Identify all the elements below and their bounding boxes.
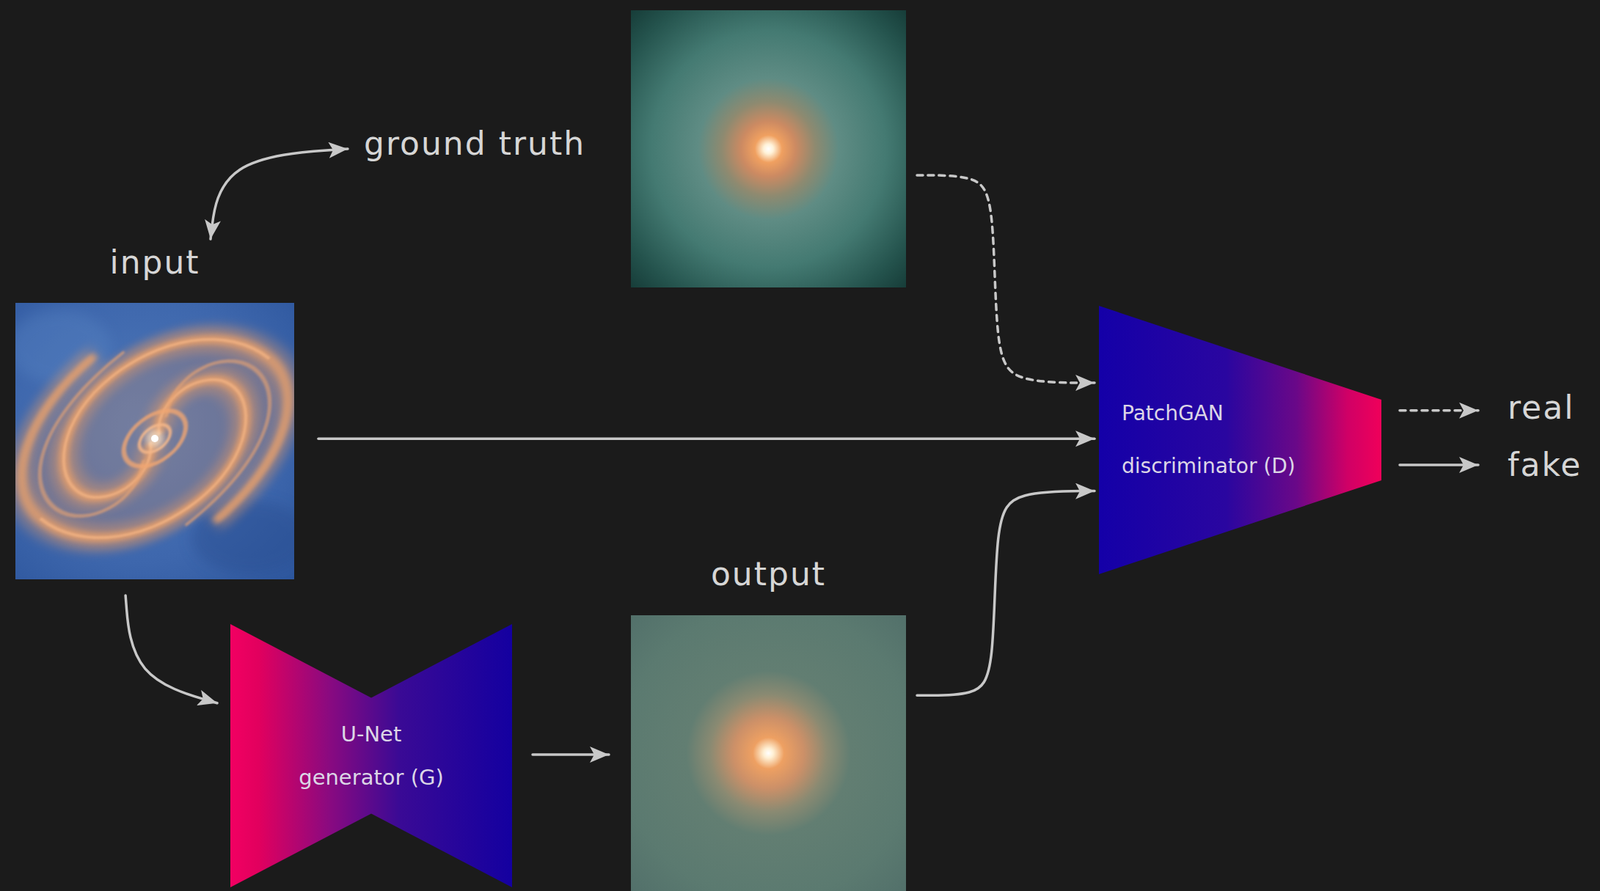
node-shape [230,624,513,888]
connector-arrow [210,148,348,240]
connector-arrow [917,175,1095,383]
generator-bowtie: U-Net generator (G) [230,624,513,888]
class-label: real [1507,388,1575,428]
node-label: real [1507,388,1575,428]
node-label: input [109,242,200,283]
output-image-box: output [630,553,907,891]
connector-arrow [1399,409,1479,413]
input-image-box: input [15,242,295,580]
connector-arrow [917,491,1095,697]
node-label: ground truth [363,124,586,164]
node-label: U-Net generator (G) [292,713,451,800]
connector-arrow [318,437,1095,441]
trapezoid-shape [1098,305,1382,575]
connector-arrow [1399,463,1479,467]
connector-arrow [125,595,218,704]
connector-arrow [532,753,609,757]
discriminator-trapezoid: PatchGAN discriminator (D) [1098,305,1382,575]
node-label: fake [1507,446,1582,485]
generated-output-image [630,615,907,891]
ground-truth-image [630,10,907,288]
ground-truth-box: ground truth [350,10,907,288]
node-label: PatchGAN discriminator (D) [1121,387,1342,493]
class-label: fake [1507,446,1582,485]
node-shape [1098,305,1382,575]
node-label: output [710,553,827,595]
bowtie-shape [230,624,513,888]
galaxy-input-image [15,302,295,580]
